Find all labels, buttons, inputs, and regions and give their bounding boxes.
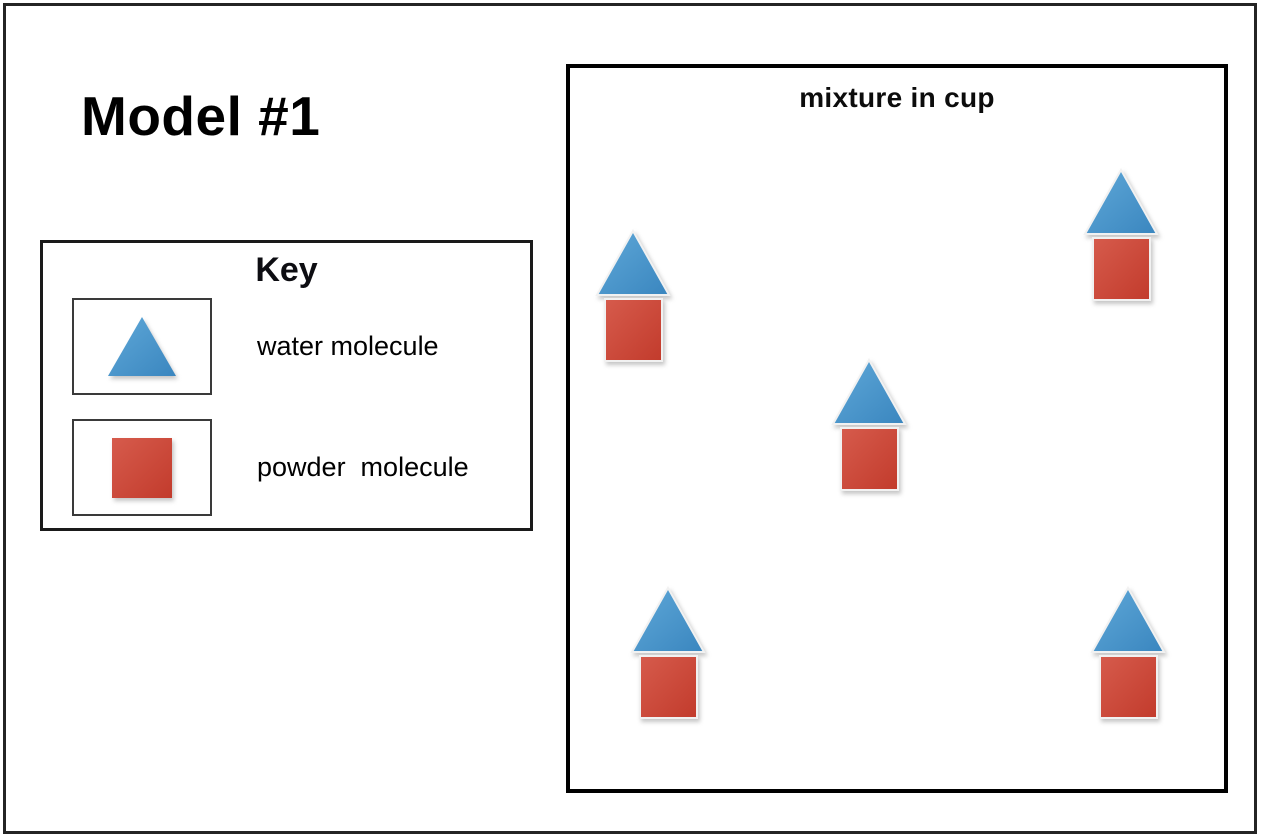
powder-symbol-box (72, 419, 212, 516)
powder-molecule-icon (112, 437, 172, 498)
pair-bottom-left (622, 584, 714, 722)
water-powder-pair-icon (595, 228, 671, 362)
key-item-water: water molecule (72, 298, 439, 395)
mixture-box: mixture in cup (566, 64, 1228, 793)
key-item-powder: powder molecule (72, 419, 469, 516)
mixture-canvas (570, 68, 1224, 789)
water-powder-pair-icon (1090, 585, 1166, 719)
powder-molecule-shape (604, 298, 663, 362)
water-symbol-box (72, 298, 212, 395)
pair-middle (823, 356, 915, 494)
water-molecule-shape (595, 228, 671, 296)
water-powder-pair-icon (1083, 167, 1159, 301)
pair-top-left (587, 227, 679, 365)
mixture-title: mixture in cup (799, 82, 995, 113)
worksheet-page: Model #1 Key water molecule powder molec… (3, 3, 1257, 834)
key-label-water: water molecule (257, 331, 439, 361)
water-powder-pair-icon (630, 585, 706, 719)
powder-molecule-shape (639, 655, 698, 719)
water-powder-pair-icon (831, 357, 907, 491)
water-molecule-shape (630, 585, 706, 653)
key-title: Key (255, 251, 318, 289)
key-label-powder: powder molecule (257, 452, 469, 482)
water-molecule-shape (1083, 167, 1159, 235)
powder-molecule-shape (1092, 237, 1151, 301)
water-molecule-shape (1090, 585, 1166, 653)
water-molecule-shape (831, 357, 907, 425)
powder-molecule-shape (840, 427, 899, 491)
pair-top-right (1075, 166, 1167, 304)
water-molecule-icon (108, 316, 176, 376)
pair-bottom-right (1082, 584, 1174, 722)
page-title: Model #1 (81, 85, 321, 147)
key-box: Key water molecule powder molecule (40, 240, 533, 531)
powder-molecule-shape (1099, 655, 1158, 719)
